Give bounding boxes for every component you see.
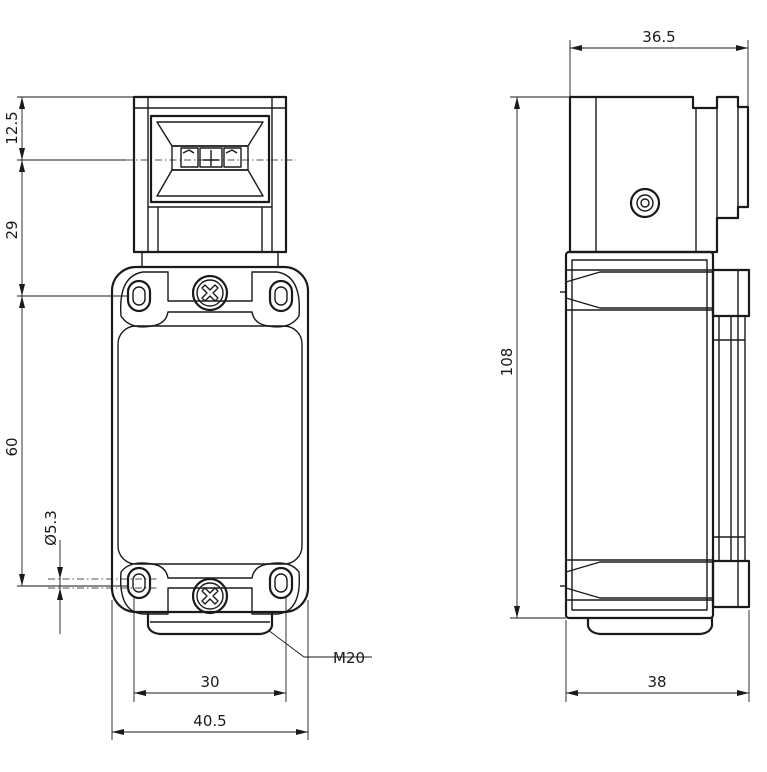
front-lid-screws [191,274,229,615]
dimension-lines [17,40,750,740]
dim-head-height: 12.5 [3,111,21,144]
dim-hole-spacing-vertical: 60 [3,437,21,456]
dim-head-to-hole: 29 [3,220,21,239]
hole-top-right [268,279,294,313]
front-actuator-head [132,95,288,254]
front-mounting-holes [126,279,294,600]
front-neck [141,252,279,267]
dim-overall-width: 40.5 [193,712,226,730]
hole-bottom-right [268,566,294,600]
front-cable-gland [146,612,274,636]
front-center-lines [48,159,296,589]
screw-bottom [191,577,229,615]
dimension-labels: 12.5 29 60 Ø5.3 30 40.5 M20 36.5 108 38 [3,28,676,730]
hole-top-left [126,279,152,313]
front-view [48,95,310,636]
dim-hole-diameter: Ø5.3 [42,510,60,546]
side-switch-body [560,250,751,620]
hole-bottom-left [126,566,152,600]
dim-overall-depth: 38 [647,673,666,691]
front-switch-body [110,265,310,615]
dim-hole-spacing-horizontal: 30 [200,673,219,691]
side-cable-gland [586,616,714,636]
screw-top [191,274,229,312]
side-actuator-head [568,95,750,254]
dim-head-depth: 36.5 [642,28,675,46]
side-view [560,95,751,636]
dim-overall-height: 108 [498,348,516,377]
side-head-bolt [629,187,661,219]
dim-cable-entry-thread: M20 [333,649,365,667]
